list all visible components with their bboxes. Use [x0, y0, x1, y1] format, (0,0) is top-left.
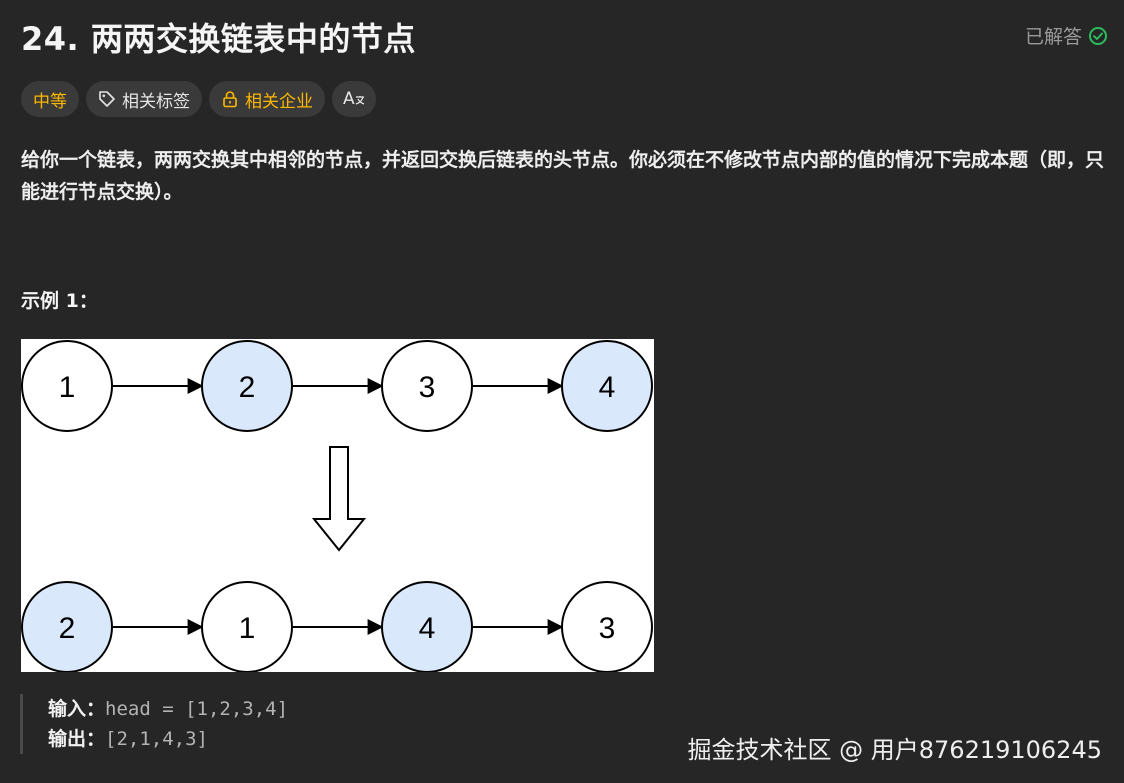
node-before-4: 4	[561, 340, 653, 432]
node-before-1: 1	[21, 340, 113, 432]
watermark: 掘金技术社区 @ 用户876219106245	[687, 736, 1103, 764]
input-label: 输入：	[48, 698, 106, 720]
output-value: [2,1,4,3]	[105, 728, 208, 750]
difficulty-label: 中等	[33, 91, 67, 112]
problem-description: 给你一个链表，两两交换其中相邻的节点，并返回交换后链表的头节点。你必须在不修改节…	[21, 149, 1105, 203]
node-after-1: 2	[21, 581, 113, 672]
node-after-4: 3	[561, 581, 653, 672]
tag-icon	[99, 91, 115, 107]
svg-text:2: 2	[239, 371, 256, 404]
related-tags-button[interactable]: 相关标签	[86, 81, 202, 117]
example-title: 示例 1：	[21, 290, 98, 312]
solved-label: 已解答	[1024, 26, 1082, 48]
svg-text:3: 3	[599, 612, 616, 645]
linked-list-diagram: 1 2 3 4 2 1 4 3	[21, 340, 653, 672]
tag-bar: 中等 相关标签 相关企业 A	[21, 81, 376, 117]
svg-text:4: 4	[599, 371, 616, 404]
svg-text:1: 1	[239, 612, 256, 645]
svg-text:4: 4	[419, 612, 436, 645]
related-tags-label: 相关标签	[122, 91, 190, 112]
node-after-2: 1	[201, 581, 293, 672]
difficulty-badge[interactable]: 中等	[21, 81, 79, 117]
output-label: 输出：	[48, 728, 106, 750]
input-value: head = [1,2,3,4]	[105, 698, 289, 720]
example-io: 输入：head = [1,2,3,4] 输出：[2,1,4,3]	[20, 694, 288, 754]
check-circle-icon	[1089, 26, 1107, 45]
problem-title: 24. 两两交换链表中的节点	[21, 20, 416, 58]
example-output-line: 输出：[2,1,4,3]	[48, 724, 288, 754]
svg-text:1: 1	[59, 371, 76, 404]
translate-icon	[355, 96, 364, 105]
node-before-3: 3	[381, 340, 473, 432]
svg-text:3: 3	[419, 371, 436, 404]
example-input-line: 输入：head = [1,2,3,4]	[48, 694, 288, 724]
example-diagram: 1 2 3 4 2 1 4 3	[21, 339, 654, 672]
node-after-3: 4	[381, 581, 473, 672]
related-companies-label: 相关企业	[245, 91, 313, 112]
down-arrow-icon	[311, 446, 367, 552]
related-companies-button[interactable]: 相关企业	[209, 81, 325, 117]
node-before-2: 2	[201, 340, 293, 432]
solved-status: 已解答	[1025, 22, 1108, 49]
translate-button[interactable]: A	[332, 81, 376, 117]
svg-text:2: 2	[59, 612, 76, 645]
lock-icon	[223, 91, 237, 108]
translate-letter: A	[343, 89, 355, 109]
